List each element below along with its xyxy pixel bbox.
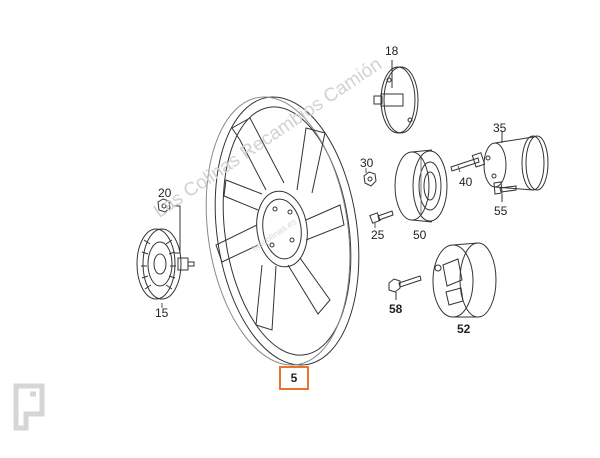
label-18: 18 <box>385 44 399 58</box>
bolt-part-55 <box>493 181 517 202</box>
fan-wheel <box>205 96 360 366</box>
coupling-part-35 <box>483 132 549 191</box>
label-40: 40 <box>459 175 473 189</box>
flange-part-18 <box>373 60 419 134</box>
label-50: 50 <box>413 228 427 242</box>
bolt-part-25 <box>369 210 394 224</box>
label-35: 35 <box>493 121 507 135</box>
viscous-clutch-part-15 <box>136 228 195 300</box>
pulley-part-50 <box>394 149 448 223</box>
nut-part-30 <box>363 171 377 187</box>
label-58: 58 <box>389 302 403 316</box>
bolt-part-58 <box>388 275 422 300</box>
highlighted-part-callout: 5 <box>279 366 309 390</box>
label-52: 52 <box>457 322 471 336</box>
label-30: 30 <box>360 156 374 170</box>
label-25: 25 <box>371 228 385 242</box>
cover-part-52 <box>432 242 497 318</box>
label-20: 20 <box>158 186 172 200</box>
seal-logo-icon <box>13 383 45 431</box>
leader-lines <box>161 165 461 308</box>
label-55: 55 <box>494 204 508 218</box>
label-5: 5 <box>290 371 298 385</box>
nut-part-20 <box>157 198 181 254</box>
bolt-part-40 <box>450 152 486 172</box>
label-15: 15 <box>155 306 169 320</box>
